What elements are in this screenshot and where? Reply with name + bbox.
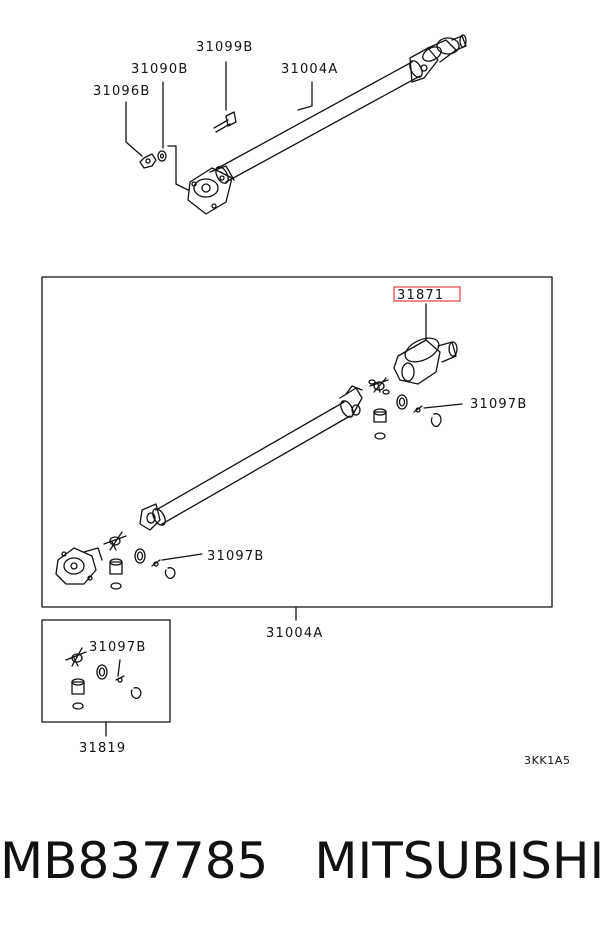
top-propeller-shaft-assembly: [125, 34, 467, 215]
brand-name: MITSUBISHI: [314, 832, 600, 890]
highlight-box: [393, 286, 461, 302]
diagram-code: 3KK1A5: [524, 754, 571, 767]
label-31004a-top: 31004A: [281, 62, 338, 77]
part-caption: MB837785 MITSUBISHI: [0, 832, 600, 890]
label-31004a-bottom: 31004A: [266, 626, 323, 641]
label-31097b-right: 31097B: [470, 397, 527, 412]
label-31871: 31871: [397, 288, 444, 303]
label-31099b: 31099B: [196, 40, 253, 55]
label-31097b-mid: 31097B: [207, 549, 264, 564]
kit-frame: [41, 619, 171, 723]
assembly-frame: [41, 276, 553, 608]
universal-joint-kit: [65, 647, 142, 737]
main-propeller-shaft-exploded: [55, 303, 463, 621]
label-31097b-kit: 31097B: [89, 640, 146, 655]
label-31090b: 31090B: [131, 62, 188, 77]
label-31096b: 31096B: [93, 84, 150, 99]
part-number: MB837785: [0, 832, 269, 890]
label-31819: 31819: [79, 741, 126, 756]
